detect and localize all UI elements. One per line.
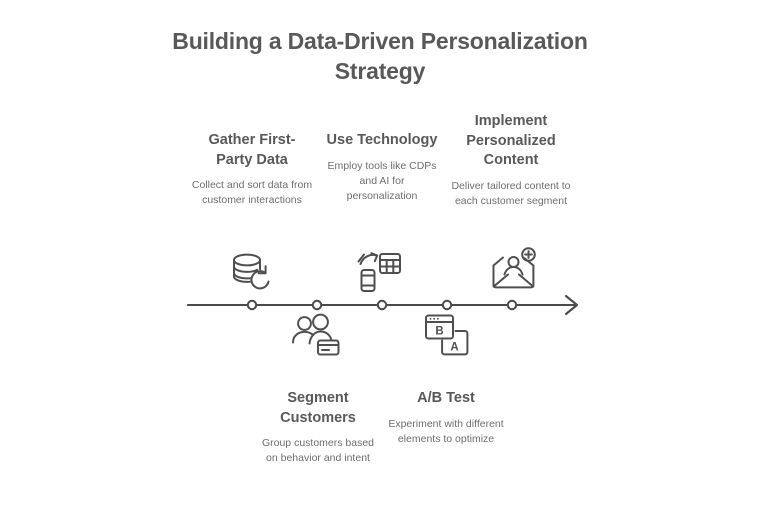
step-text-implement-personalized-content: Implement Personalized Content Deliver t… (449, 112, 573, 209)
timeline-node-5 (506, 299, 518, 311)
step-heading: A/B Test (417, 390, 475, 406)
step-text-gather-first-party-data: Gather First-Party Data Collect and sort… (191, 131, 313, 208)
timeline-node-2 (311, 299, 323, 311)
timeline-arrowhead (564, 294, 579, 316)
step-heading: Implement Personalized Content (466, 113, 556, 169)
variant-a-label: A (450, 342, 458, 354)
ab-test-windows-icon: B A (419, 310, 475, 362)
phone-calculator-icon (352, 246, 408, 298)
step-description: Collect and sort data from customer inte… (191, 179, 313, 207)
step-heading: Use Technology (326, 132, 438, 148)
database-refresh-icon (224, 246, 280, 298)
people-card-icon (289, 310, 345, 362)
step-text-segment-customers: Segment Customers Group customers based … (257, 389, 379, 466)
step-text-ab-test: A/B Test Experiment with different eleme… (388, 389, 504, 447)
step-description: Group customers based on behavior and in… (261, 437, 375, 465)
timeline-node-3 (376, 299, 388, 311)
step-description: Employ tools like CDPs and AI for person… (327, 159, 437, 202)
step-text-use-technology: Use Technology Employ tools like CDPs an… (325, 131, 439, 203)
variant-b-label: B (435, 326, 443, 338)
step-description: Deliver tailored content to each custome… (451, 180, 571, 208)
step-heading: Segment Customers (280, 390, 356, 426)
step-heading: Gather First-Party Data (208, 132, 296, 168)
timeline-node-4 (441, 299, 453, 311)
page-title: Building a Data-Driven Personalization S… (172, 28, 588, 85)
email-person-add-icon (487, 243, 543, 295)
step-description: Experiment with different elements to op… (388, 417, 504, 445)
timeline-node-1 (246, 299, 258, 311)
